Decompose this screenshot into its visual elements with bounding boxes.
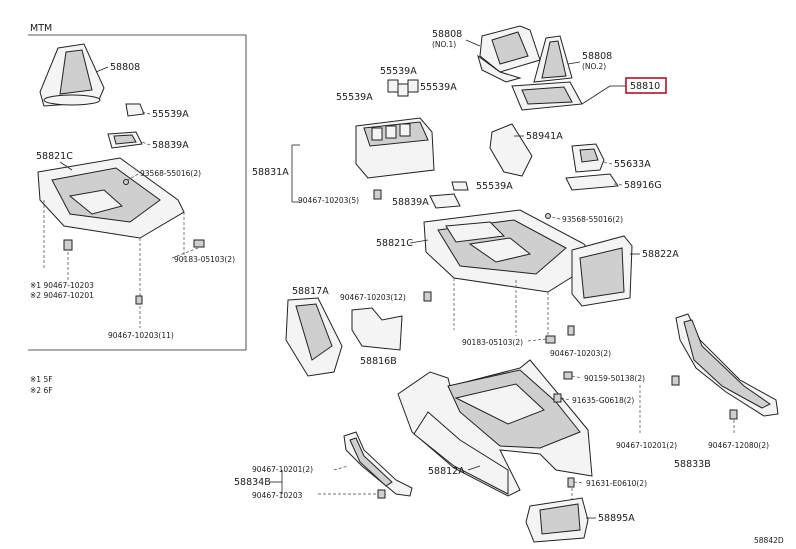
- label-90467-10201-n2: ※2 90467-10201: [30, 291, 94, 300]
- label-91631: 91631-E0610(2): [586, 479, 647, 488]
- mat-58916g: [565, 173, 619, 191]
- pad-58817a: [285, 297, 343, 377]
- label-58833b: 58833B: [674, 459, 711, 470]
- label-90183-inset: 90183-05103(2): [174, 255, 235, 264]
- switch-cluster: [387, 79, 419, 97]
- label-58916g: 58916G: [624, 180, 662, 191]
- label-58839a: 58839A: [392, 197, 429, 208]
- nut-90183: [545, 335, 556, 344]
- inset-grommet: [63, 239, 73, 251]
- trim-58834b: [343, 431, 413, 497]
- screw-90159: [563, 371, 573, 380]
- label-58808-inset: 58808: [110, 62, 140, 73]
- label-58821c-inset: 58821C: [36, 151, 73, 162]
- label-58808-no1: 58808: [432, 29, 462, 40]
- label-55539a-right: 55539A: [420, 82, 457, 93]
- label-90467-10203-2: 90467-10203(2): [550, 349, 611, 358]
- label-55539a-mid: 55539A: [476, 181, 513, 192]
- label-90467-10203-b: 90467-10203: [252, 491, 303, 500]
- screw-91635: [553, 393, 562, 403]
- label-55539a-left: 55539A: [336, 92, 373, 103]
- part-58810-highlight[interactable]: [625, 77, 667, 94]
- label-55539a-top: 55539A: [380, 66, 417, 77]
- clip-58833b-b: [729, 409, 738, 420]
- label-55633a: 55633A: [614, 159, 651, 170]
- label-58834b: 58834B: [234, 477, 271, 488]
- label-90183-mid: 90183-05103(2): [462, 338, 523, 347]
- fastener-12: [423, 291, 432, 302]
- box-58822a: [571, 235, 633, 307]
- label-58810[interactable]: 58810: [630, 81, 660, 92]
- label-90467-10201-2b: 90467-10201(2): [252, 465, 313, 474]
- figure-code: 58842D: [754, 536, 784, 545]
- console-body-58812a: [397, 359, 593, 497]
- label-58895a: 58895A: [598, 513, 635, 524]
- label-58941a: 58941A: [526, 131, 563, 142]
- console-upper-panel: [423, 209, 597, 293]
- cover-58839a: [429, 193, 461, 209]
- label-58808-no2: 58808: [582, 51, 612, 62]
- label-90467-10203-11: 90467-10203(11): [108, 331, 174, 340]
- label-90467-10203-n1: ※1 90467-10203: [30, 281, 94, 290]
- label-58808-no2-note: (NO.2): [582, 62, 606, 71]
- clip-58833b-a: [671, 375, 680, 386]
- shift-bezel-58810: [511, 81, 583, 111]
- label-58839a-inset: 58839A: [152, 140, 189, 151]
- knob-58941a: [489, 123, 533, 177]
- label-93568-inset: 93568-55016(2): [140, 169, 201, 178]
- bolt-10203-b: [377, 489, 386, 499]
- label-58822a: 58822A: [642, 249, 679, 260]
- shift-boot-no1: [477, 25, 541, 83]
- inset-title: MTM: [30, 23, 52, 34]
- inset-cover-58839a: [107, 131, 143, 149]
- footnote-2: ※2 6F: [30, 386, 53, 395]
- bracket-55633a: [571, 143, 605, 173]
- label-93568-mid: 93568-55016(2): [562, 215, 623, 224]
- bracket-58816b: [351, 307, 403, 351]
- screw-91631: [567, 477, 575, 488]
- label-90159: 90159-50138(2): [584, 374, 645, 383]
- shift-boot-no2: [533, 35, 573, 83]
- fastener-5: [373, 189, 382, 200]
- holder-58895a: [525, 497, 589, 543]
- clip-93568: [545, 213, 551, 219]
- inset-shift-boot: [39, 43, 105, 107]
- inset-console-panel: [37, 157, 185, 300]
- clip-55539a: [451, 181, 469, 191]
- label-58817a: 58817A: [292, 286, 329, 297]
- label-90467-10201-2a: 90467-10201(2): [616, 441, 677, 450]
- switch-base: [355, 117, 435, 179]
- label-58808-no1-note: (NO.1): [432, 40, 456, 49]
- label-55539a-inset: 55539A: [152, 109, 189, 120]
- footnote-1: ※1 5F: [30, 375, 53, 384]
- bolt-10203-2: [567, 325, 575, 336]
- inset-frame: MTM: [28, 23, 247, 351]
- trim-58833b: [675, 313, 779, 417]
- label-90467-10203-5: 90467-10203(5): [298, 196, 359, 205]
- label-90467-10203-12: 90467-10203(12): [340, 293, 406, 302]
- label-91635: 91635-G0618(2): [572, 396, 634, 405]
- inset-clip: [125, 103, 145, 117]
- label-58812a: 58812A: [428, 466, 465, 477]
- label-58821c: 58821C: [376, 238, 413, 249]
- label-90467-12080: 90467-12080(2): [708, 441, 769, 450]
- label-58816b: 58816B: [360, 356, 397, 367]
- inset-nut: [193, 239, 205, 248]
- inset-bolt: [135, 295, 143, 305]
- label-58831a: 58831A: [252, 167, 289, 178]
